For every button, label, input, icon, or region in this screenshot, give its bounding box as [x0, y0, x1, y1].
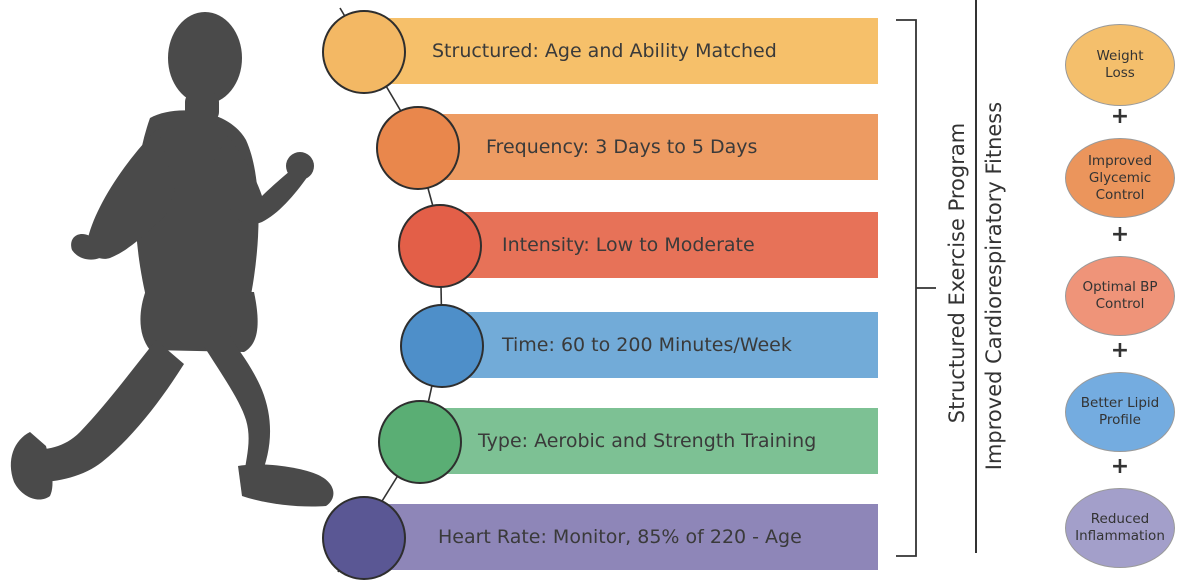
outcome-reduced-inflammation: Reduced Inflammation	[1065, 488, 1175, 568]
component-circle-type	[378, 400, 462, 484]
component-bar-frequency: Frequency: 3 Days to 5 Days	[410, 114, 878, 180]
component-bar-time: Time: 60 to 200 Minutes/Week	[440, 312, 878, 378]
component-circle-frequency	[376, 106, 460, 190]
component-label: Structured: Age and Ability Matched	[432, 40, 777, 62]
plus-sign: +	[1110, 454, 1130, 479]
outcome-weight-loss: Weight Loss	[1065, 24, 1175, 106]
component-label: Type: Aerobic and Strength Training	[478, 430, 817, 452]
component-circle-heart-rate	[322, 496, 406, 580]
component-label: Heart Rate: Monitor, 85% of 220 - Age	[438, 526, 802, 548]
component-circle-time	[400, 304, 484, 388]
component-bar-structured: Structured: Age and Ability Matched	[360, 18, 878, 84]
component-circle-structured	[322, 10, 406, 94]
plus-sign: +	[1110, 222, 1130, 247]
component-label: Intensity: Low to Moderate	[502, 234, 755, 256]
outcome-glycemic-control: Improved Glycemic Control	[1065, 138, 1175, 218]
plus-sign: +	[1110, 104, 1130, 129]
component-bar-intensity: Intensity: Low to Moderate	[436, 212, 878, 278]
component-label: Frequency: 3 Days to 5 Days	[486, 136, 758, 158]
result-title: Improved Cardiorespiratory Fitness	[982, 101, 1006, 471]
component-label: Time: 60 to 200 Minutes/Week	[502, 334, 792, 356]
outcome-lipid-profile: Better Lipid Profile	[1065, 372, 1175, 452]
component-bar-type: Type: Aerobic and Strength Training	[420, 408, 878, 474]
component-circle-intensity	[398, 204, 482, 288]
plus-sign: +	[1110, 338, 1130, 363]
component-bar-heart-rate: Heart Rate: Monitor, 85% of 220 - Age	[366, 504, 878, 570]
runner-silhouette-icon	[10, 12, 334, 507]
outcome-bp-control: Optimal BP Control	[1065, 256, 1175, 336]
program-title: Structured Exercise Program	[943, 0, 977, 553]
